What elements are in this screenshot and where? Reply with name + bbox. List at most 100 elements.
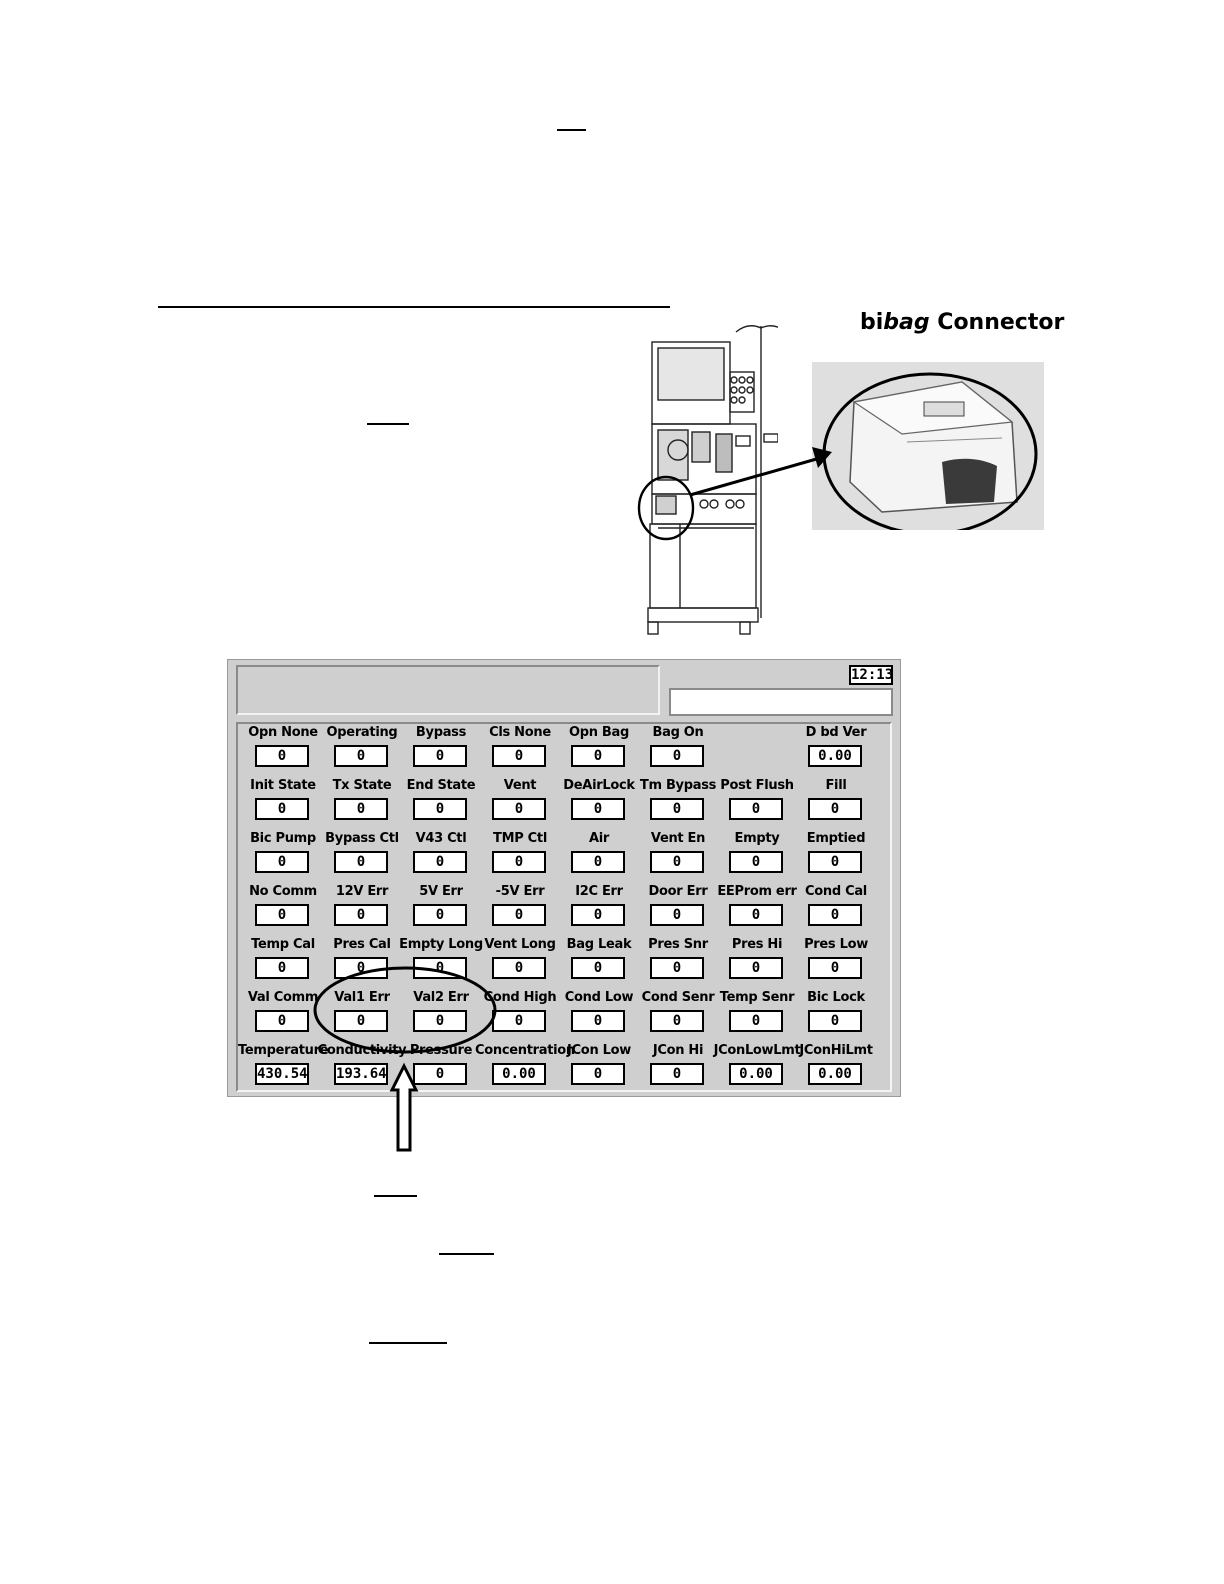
status-cell-label: Empty Long: [399, 937, 483, 952]
status-cell: Temp Cal 0: [242, 936, 324, 984]
status-cell-value: 0: [729, 798, 783, 820]
status-cell-label: Tx State: [332, 778, 392, 793]
status-cell-value: 0: [729, 957, 783, 979]
status-cell-label: Cond Low: [564, 990, 634, 1005]
status-cell-label: 5V Err: [419, 884, 463, 899]
status-cell-label: Temp Senr: [719, 990, 795, 1005]
status-cell-label: Val2 Err: [413, 990, 469, 1005]
status-cell: No Comm 0: [242, 883, 324, 931]
clock-display: 12:13: [849, 665, 894, 685]
bibag-connector-title: bibag Connector: [860, 310, 1065, 335]
status-cell-label: Conductivity: [317, 1043, 407, 1058]
status-cell-value: 0: [808, 1010, 862, 1032]
status-cell-value: 0: [571, 851, 625, 873]
status-cell-label: DeAirLock: [563, 778, 635, 793]
dialysis-machine-illustration: [637, 325, 778, 635]
status-cell: Concentration 0.00: [475, 1042, 575, 1090]
status-cell-value: 0: [492, 745, 546, 767]
status-cell: Bypass Ctl 0: [321, 830, 403, 878]
status-cell: JCon Hi 0: [637, 1042, 719, 1090]
status-cell: Init State 0: [242, 777, 324, 825]
status-cell-value: 0: [413, 745, 467, 767]
status-cell-value: 0: [334, 1010, 388, 1032]
status-cell-label: Temp Cal: [251, 937, 315, 952]
status-cell-label: Cond High: [483, 990, 557, 1005]
status-cell-label: D bd Ver: [805, 725, 867, 740]
status-cell-label: Vent Long: [484, 937, 556, 952]
status-cell-label: 12V Err: [335, 884, 389, 899]
status-cell-value: 193.64: [334, 1063, 388, 1085]
status-cell-label: Temperature: [238, 1043, 329, 1058]
status-cell-value: 0: [413, 1010, 467, 1032]
status-cell-value: 0: [571, 904, 625, 926]
status-cell: Fill 0: [795, 777, 877, 825]
status-cell-label: JConHiLmt: [799, 1043, 873, 1058]
status-cell-value: 0.00: [492, 1063, 546, 1085]
status-cell-label: -5V Err: [495, 884, 545, 899]
status-cell-label: Bypass: [415, 725, 467, 740]
status-cell-value: 0: [729, 904, 783, 926]
status-cell-value: 0: [808, 904, 862, 926]
status-cell-value: 0: [255, 798, 309, 820]
status-cell-value: 0: [255, 745, 309, 767]
status-cell-label: End State: [406, 778, 476, 793]
status-cell-value: 0: [808, 957, 862, 979]
status-cell-value: 0: [255, 904, 309, 926]
status-cell-value: 0: [255, 957, 309, 979]
status-cell-label: Vent En: [650, 831, 706, 846]
status-cell-label: Concentration: [475, 1043, 575, 1058]
status-cell-value: 0: [650, 1063, 704, 1085]
status-cell-label: TMP Ctl: [493, 831, 547, 846]
status-cell-label: No Comm: [249, 884, 317, 899]
status-cell-value: 0: [334, 851, 388, 873]
status-cell: Cls None 0: [479, 724, 561, 772]
redacted-underline: [557, 129, 586, 131]
status-cell-label: Emptied: [806, 831, 866, 846]
status-cell-label: Cls None: [489, 725, 551, 740]
status-cell-value: 0: [650, 798, 704, 820]
status-cell-label: JCon Hi: [652, 1043, 704, 1058]
status-cell-value: 0: [334, 798, 388, 820]
status-cell-label: Door Err: [648, 884, 708, 899]
redacted-underline: [374, 1195, 417, 1197]
status-cell-value: 0: [492, 904, 546, 926]
status-cell-value: 0: [808, 798, 862, 820]
status-cell-label: Bic Lock: [807, 990, 865, 1005]
status-cell-label: Bypass Ctl: [325, 831, 399, 846]
status-cell-value: 430.54: [255, 1063, 309, 1085]
status-cell-label: Fill: [825, 778, 847, 793]
status-cell-value: 0: [413, 1063, 467, 1085]
status-cell-value: 0.00: [729, 1063, 783, 1085]
status-cell-value: 0: [413, 798, 467, 820]
status-field: [669, 688, 893, 716]
status-cell-label: Pres Snr: [648, 937, 708, 952]
status-cell: Temperature 430.54: [238, 1042, 329, 1090]
status-cell-label: Init State: [250, 778, 316, 793]
status-cell-label: Pres Low: [804, 937, 868, 952]
status-cell-label: Opn Bag: [568, 725, 630, 740]
status-cell-label: JConLowLmt: [713, 1043, 801, 1058]
status-cell-label: Air: [588, 831, 610, 846]
status-cell-value: 0: [413, 851, 467, 873]
